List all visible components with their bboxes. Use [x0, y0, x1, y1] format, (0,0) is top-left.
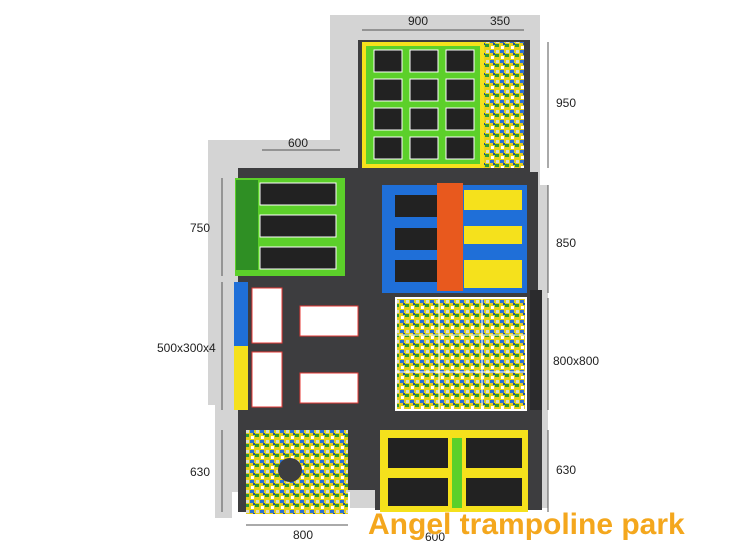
dimension-label-bottom-600: 600 — [425, 530, 446, 544]
dimension-label-right-630: 630 — [556, 463, 577, 477]
trampoline-bed — [445, 49, 475, 73]
dimension-label-right-800x800: 800x800 — [553, 354, 600, 368]
center-ball-pit — [395, 297, 527, 411]
dimension-label-top-900: 900 — [408, 14, 429, 28]
dimension-label-left-750: 750 — [190, 221, 211, 235]
bottom-right-court — [380, 430, 528, 512]
trampoline-bed — [373, 78, 403, 102]
top-foam-pit — [484, 42, 524, 168]
green-court — [235, 178, 345, 276]
bottom-left-ball-pit — [246, 430, 348, 514]
dimension-label-top-350: 350 — [490, 14, 511, 28]
trampoline-bed — [445, 107, 475, 131]
dimension-label-left-600: 600 — [288, 136, 309, 150]
trampoline-bed — [445, 78, 475, 102]
trampoline-bed — [409, 78, 439, 102]
dimension-label-bottom-800: 800 — [293, 528, 314, 542]
trampoline-bed — [409, 107, 439, 131]
trampoline-bed — [409, 136, 439, 160]
park-caption: Angel trampoline park — [368, 508, 685, 541]
blue-court — [382, 183, 527, 293]
trampoline-bed — [373, 136, 403, 160]
dimension-label-right-950: 950 — [556, 96, 577, 110]
trampoline-bed — [445, 136, 475, 160]
trampoline-bed — [373, 49, 403, 73]
trampoline-bed — [409, 49, 439, 73]
left-climb-wall — [234, 282, 248, 410]
dimension-label-left-500x300x4: 500x300x4 — [157, 341, 216, 355]
white-trampolines — [251, 287, 359, 408]
dimension-label-right-850: 850 — [556, 236, 577, 250]
top-trampoline-court — [362, 42, 484, 168]
dimension-label-left-630: 630 — [190, 465, 211, 479]
top-court-beds — [373, 49, 475, 160]
dimension-lines — [221, 29, 549, 526]
trampoline-bed — [373, 107, 403, 131]
